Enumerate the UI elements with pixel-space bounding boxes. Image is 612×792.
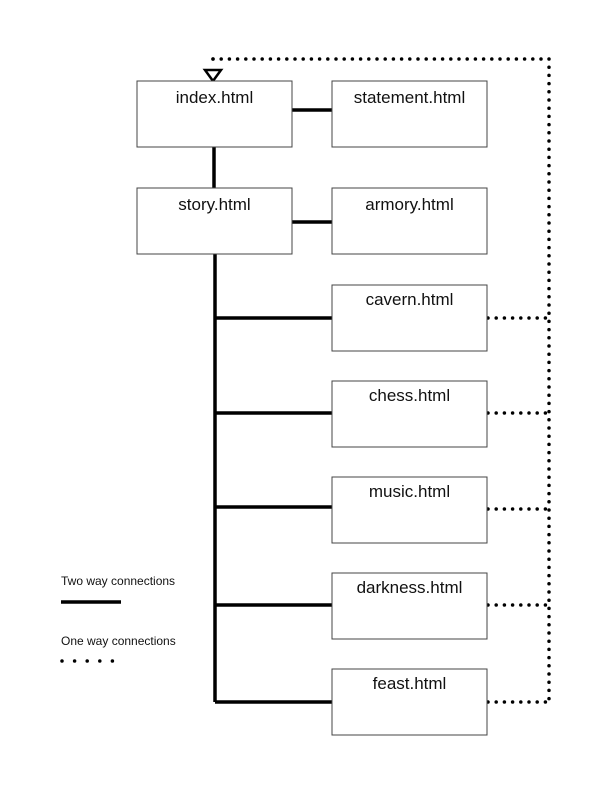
page-nodes: index.html statement.html story.html arm… bbox=[136, 80, 488, 736]
node-feast: feast.html bbox=[331, 668, 488, 736]
node-statement: statement.html bbox=[331, 80, 488, 148]
node-armory: armory.html bbox=[331, 187, 488, 255]
legend: Two way connections One way connections bbox=[60, 574, 176, 663]
node-music: music.html bbox=[331, 476, 488, 544]
node-label-chess: chess.html bbox=[369, 386, 450, 405]
node-story: story.html bbox=[136, 187, 293, 255]
one-way-connections bbox=[202, 57, 551, 704]
node-label-cavern: cavern.html bbox=[366, 290, 454, 309]
two-way-connections bbox=[212, 108, 332, 704]
node-label-music: music.html bbox=[369, 482, 450, 501]
node-label-index: index.html bbox=[176, 88, 253, 107]
node-label-story: story.html bbox=[178, 195, 250, 214]
node-darkness: darkness.html bbox=[331, 572, 488, 640]
node-chess: chess.html bbox=[331, 380, 488, 448]
node-cavern: cavern.html bbox=[331, 284, 488, 352]
node-label-statement: statement.html bbox=[354, 88, 466, 107]
node-label-darkness: darkness.html bbox=[357, 578, 463, 597]
legend-label-two-way: Two way connections bbox=[61, 574, 175, 588]
node-label-armory: armory.html bbox=[365, 195, 453, 214]
node-index: index.html bbox=[136, 80, 293, 148]
node-label-feast: feast.html bbox=[373, 674, 447, 693]
legend-label-one-way: One way connections bbox=[61, 634, 176, 648]
arrowhead-into-index bbox=[202, 68, 224, 84]
